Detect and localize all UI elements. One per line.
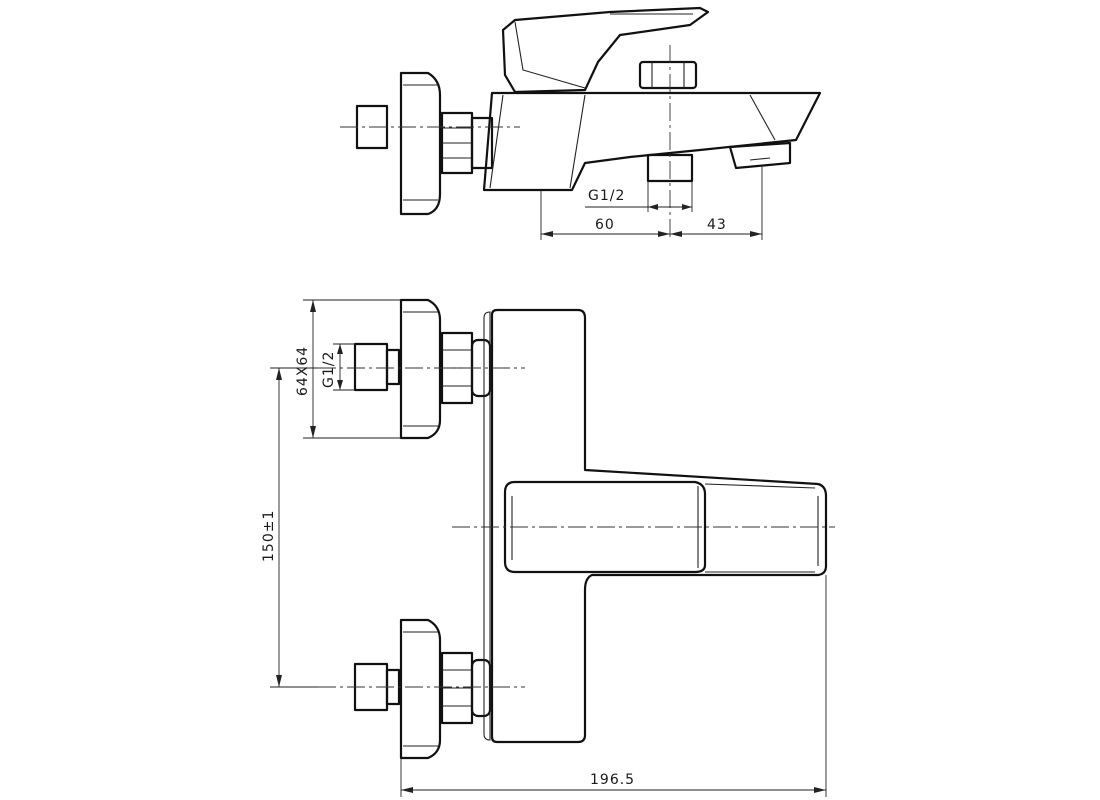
- upper-inlet-stub: [353, 342, 389, 392]
- dim-g12-side: G1/2: [321, 351, 337, 388]
- dim-outlet-offset: 43: [707, 217, 727, 233]
- lower-flange: [399, 618, 442, 760]
- top-body: [482, 91, 822, 192]
- mixer-body: [490, 308, 828, 744]
- dim-overall-width: 196.5: [590, 772, 635, 788]
- dim-spout-offset: 60: [595, 217, 615, 233]
- dim-flange-size: 64X64: [295, 346, 311, 396]
- top-lever-handle: [501, 6, 710, 94]
- front-lever-handle: [503, 480, 707, 574]
- dim-g12-top: G1/2: [588, 188, 625, 204]
- top-view: G1/2 60 43: [340, 6, 822, 240]
- front-view: 64X64 G1/2 150±1 196.5: [261, 298, 835, 797]
- top-flange: [399, 71, 442, 216]
- upper-flange: [399, 298, 442, 440]
- dim-inlet-spacing: 150±1: [261, 510, 277, 562]
- top-spout-tip: [728, 141, 792, 170]
- top-diverter-knob: [638, 60, 698, 90]
